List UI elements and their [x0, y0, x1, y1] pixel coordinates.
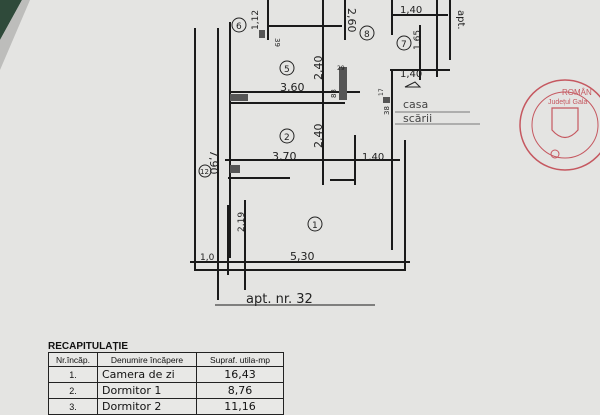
- dimension: 7,90: [207, 150, 220, 175]
- dimension: 83: [330, 89, 338, 98]
- dimension: 5,30: [290, 250, 315, 263]
- header-area: Supraf. utila-mp: [196, 352, 284, 367]
- room-number: 7: [401, 40, 407, 50]
- stair-label: casa: [403, 98, 428, 111]
- table-row: 3. Dormitor 2 11,16: [48, 398, 284, 415]
- dimension: 1,40: [400, 5, 422, 16]
- dimension: 38: [383, 106, 391, 115]
- walls: [190, 0, 451, 306]
- official-stamp: ROMÂN Județul Gala: [519, 79, 600, 171]
- header-nr: Nr.încăp.: [48, 352, 98, 367]
- room-number: 2: [284, 133, 290, 143]
- table-row: 1. Camera de zi 16,43: [48, 366, 284, 383]
- dimension: 2,19: [237, 212, 247, 232]
- dimension: 2,40: [312, 56, 325, 81]
- dimension: 1,40: [362, 152, 384, 163]
- dimension: 2,40: [312, 124, 325, 149]
- floor-plan: 1 2 5 6 7 8 12 5,30 3,70 3,60 1,40 1,40 …: [0, 0, 600, 307]
- room-number: 12: [200, 168, 209, 176]
- room-number: 6: [236, 22, 242, 32]
- dimension: 1,0: [200, 253, 215, 263]
- arrow-icon: [404, 81, 422, 88]
- room-number: 5: [284, 65, 290, 75]
- table-row: 2. Dormitor 1 8,76: [48, 382, 284, 399]
- stair-label: scării: [403, 112, 432, 125]
- dimension: 17: [378, 88, 385, 96]
- apartment-label: apt.: [455, 10, 466, 30]
- dimension: 29: [337, 65, 345, 72]
- recap-table: Nr.încăp. Denumire încăpere Supraf. util…: [48, 352, 284, 415]
- svg-text:ROMÂN: ROMÂN: [562, 88, 592, 97]
- svg-text:Județul Gala: Județul Gala: [548, 99, 587, 106]
- header-name: Denumire încăpere: [97, 352, 197, 367]
- apartment-label: apt. nr. 32: [246, 292, 313, 307]
- recap-title: RECAPITULAȚIE: [48, 341, 128, 352]
- dimension: 2,60: [345, 8, 358, 33]
- room-number: 1: [312, 221, 318, 231]
- dimension: 1,12: [251, 10, 261, 30]
- dimension: 1,40: [400, 69, 422, 80]
- room-number: 8: [364, 30, 370, 40]
- dimension: 39: [273, 38, 281, 47]
- dimension: 3,60: [280, 81, 305, 94]
- dimension: 1,65: [413, 30, 423, 50]
- table-header: Nr.încăp. Denumire încăpere Supraf. util…: [48, 352, 284, 367]
- dimension: 3,70: [272, 150, 297, 163]
